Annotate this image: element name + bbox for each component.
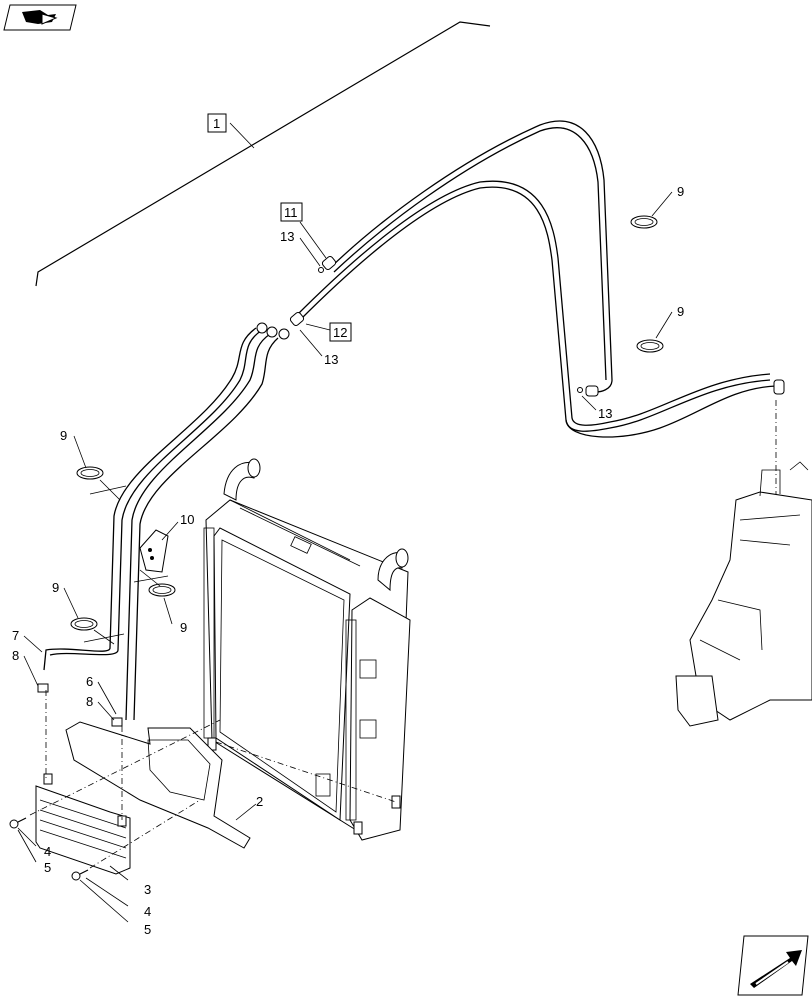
clamp-9-center [148,583,176,597]
clamp-9-top-right [630,215,658,229]
assembly-bracket-line [35,21,491,287]
bolt-left [9,817,27,829]
hose-assembly [43,120,777,721]
fitting-cluster [256,322,290,340]
clamp-9-left-mid [70,617,98,631]
clamp-position-markers [83,479,169,645]
alignment-lines [29,400,777,869]
book-hand-icon[interactable] [3,4,77,31]
svg-text:1: 1 [213,116,220,131]
oil-cooler-3 [35,773,131,875]
callout-9-a: 9 [677,184,684,199]
callout-1: 1 [207,113,227,133]
bolt-bottom [71,869,89,881]
bracket-10 [139,529,169,573]
clamp-9-left-top [76,466,104,480]
clamp-9-mid-right [636,339,664,353]
callout-13-b: 13 [324,352,338,367]
callout-13-a: 13 [280,229,294,244]
bolt-8-right [111,717,123,727]
fitting-11 [318,256,337,273]
fitting-right-top [577,385,599,397]
callout-4-b: 4 [144,904,151,919]
callout-13-c: 13 [598,406,612,421]
svg-text:12: 12 [333,325,347,340]
callout-5-a: 5 [44,860,51,875]
callout-9-d: 9 [52,580,59,595]
callout-2: 2 [256,794,263,809]
bracket-2 [65,721,251,849]
radiator [203,458,411,841]
callout-9-b: 9 [677,304,684,319]
svg-text:11: 11 [284,205,298,220]
callout-11: 11 [280,202,303,222]
fitting-12 [289,312,305,326]
next-page-arrow-icon[interactable] [737,935,809,996]
callout-10: 10 [180,512,194,527]
callout-8-a: 8 [12,648,19,663]
callout-8-b: 8 [86,694,93,709]
callout-7: 7 [12,628,19,643]
callout-9-c: 9 [60,428,67,443]
bolt-8-left [37,683,49,693]
fitting-right-end [773,379,785,395]
callout-5-b: 5 [144,922,151,937]
leader-lines [17,191,673,923]
callout-12: 12 [329,322,352,342]
cab-structure-partial [675,461,812,727]
callout-6: 6 [86,674,93,689]
callout-4-a: 4 [44,844,51,859]
callout-3: 3 [144,882,151,897]
callout-9-e: 9 [180,620,187,635]
